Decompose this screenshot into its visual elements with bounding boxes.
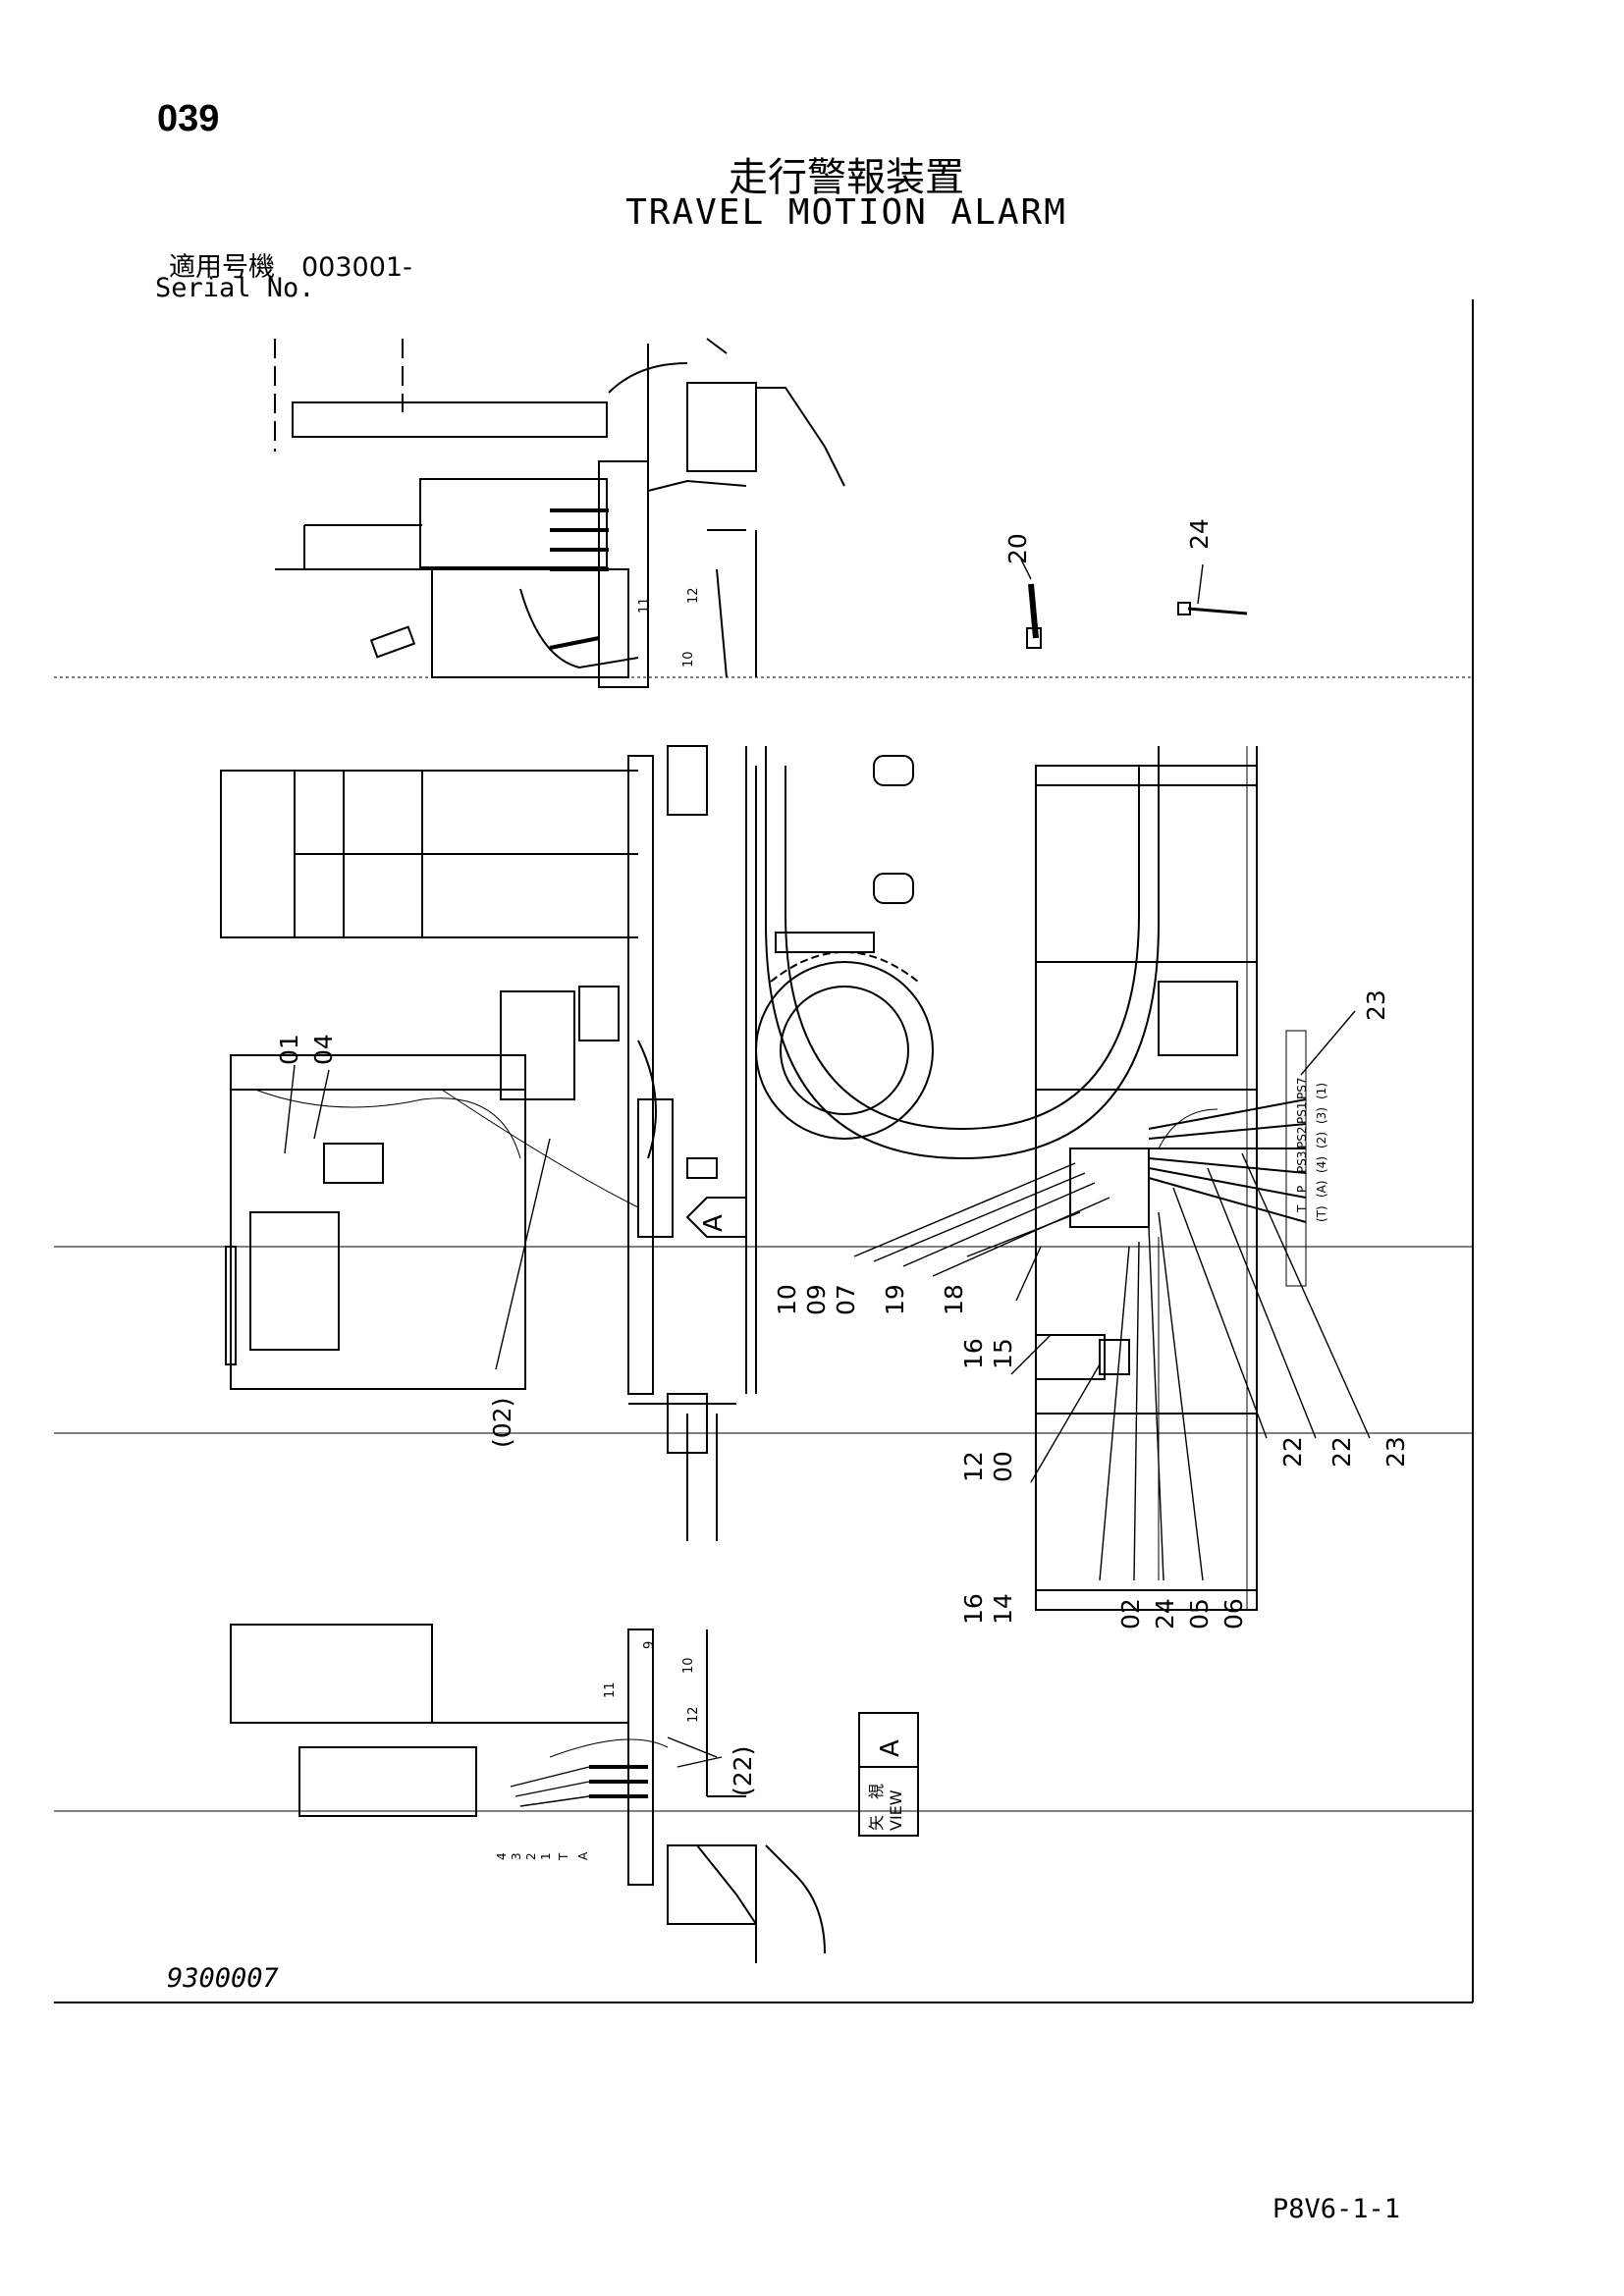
top-callout-12: 12 bbox=[686, 587, 701, 604]
bottom-callout-10: 10 bbox=[681, 1657, 696, 1674]
title-english: TRAVEL MOTION ALARM bbox=[625, 192, 1067, 233]
callout-22-parenthesized: (22) bbox=[729, 1746, 757, 1796]
callout-14: 14 bbox=[989, 1593, 1017, 1625]
callout-23-bottom: 23 bbox=[1381, 1436, 1410, 1468]
callout-05: 05 bbox=[1185, 1598, 1214, 1629]
callout-24: 24 bbox=[1185, 518, 1214, 550]
callout-15: 15 bbox=[989, 1338, 1017, 1369]
callout-20: 20 bbox=[1003, 533, 1032, 564]
port-label-top-3: PS2 bbox=[1295, 1127, 1309, 1149]
callout-04: 04 bbox=[309, 1034, 338, 1065]
callout-23-top: 23 bbox=[1362, 989, 1390, 1021]
callout-10: 10 bbox=[773, 1284, 801, 1315]
callout-16-upper: 16 bbox=[959, 1338, 988, 1369]
port-label-top-1: P bbox=[1295, 1186, 1309, 1193]
port-label-bottom-1: (A) bbox=[1315, 1180, 1328, 1198]
bottom-view-assembly bbox=[230, 1624, 826, 1963]
callout-02: 02 bbox=[1116, 1598, 1145, 1629]
view-markers: A VIEW A 矢 視 bbox=[699, 1214, 905, 1831]
view-a-assembly bbox=[1035, 746, 1307, 1611]
serial-label-japanese: 適用号機 003001- bbox=[169, 252, 412, 283]
callout-01: 01 bbox=[275, 1034, 303, 1065]
middle-left-assembly bbox=[220, 745, 757, 1541]
callout-02-parenthesized: (02) bbox=[488, 1398, 516, 1448]
callout-16-lower: 16 bbox=[959, 1593, 988, 1625]
callout-22-a: 22 bbox=[1278, 1436, 1307, 1468]
drawing-number: 9300007 bbox=[167, 1963, 279, 1994]
callout-labels: 20 24 01 04 23 10 09 07 19 18 16 15 (02)… bbox=[275, 518, 1410, 1796]
lower-port-label-2: 2 bbox=[524, 1852, 538, 1860]
valve-port-labels: T P PS3 PS2 PS1 PS7 (T) (A) (4) (2) (3) … bbox=[495, 1078, 1328, 1862]
top-callout-10: 10 bbox=[681, 651, 696, 667]
part-20-hose-fitting bbox=[1026, 583, 1042, 649]
lower-port-label-0: 4 bbox=[495, 1852, 509, 1860]
lower-port-label-5: A bbox=[576, 1851, 590, 1860]
small-callout-labels: 11 12 10 9 10 11 12 bbox=[603, 587, 701, 1723]
bottom-callout-11: 11 bbox=[603, 1682, 618, 1698]
callout-22-b: 22 bbox=[1327, 1436, 1356, 1468]
lower-port-label-4: T bbox=[557, 1852, 570, 1861]
port-label-bottom-5: (1) bbox=[1315, 1083, 1328, 1099]
port-label-top-0: T bbox=[1295, 1204, 1309, 1213]
lower-port-label-3: 1 bbox=[539, 1852, 553, 1860]
port-label-top-4: PS1 bbox=[1295, 1102, 1309, 1125]
port-label-bottom-4: (3) bbox=[1315, 1107, 1328, 1124]
callout-06: 06 bbox=[1219, 1598, 1248, 1629]
callout-24-lower: 24 bbox=[1151, 1598, 1179, 1629]
view-a-arrow bbox=[685, 1197, 747, 1238]
sprocket-and-track bbox=[755, 746, 1160, 1160]
callout-09: 09 bbox=[802, 1284, 831, 1315]
view-a-label-box bbox=[858, 1712, 919, 1837]
page-code: P8V6-1-1 bbox=[1272, 2194, 1401, 2224]
top-callout-11: 11 bbox=[637, 597, 652, 614]
view-label-japanese: 矢 視 bbox=[867, 1784, 886, 1831]
port-label-bottom-3: (2) bbox=[1315, 1132, 1328, 1148]
serial-label-english: Serial No. bbox=[155, 273, 315, 303]
port-label-bottom-2: (4) bbox=[1315, 1156, 1328, 1173]
leader-lines bbox=[284, 559, 1371, 1807]
top-view-assembly bbox=[274, 338, 845, 688]
part-24-cable-tie bbox=[1177, 602, 1248, 615]
callout-07: 07 bbox=[832, 1284, 860, 1315]
view-letter: A bbox=[876, 1739, 905, 1757]
port-label-top-2: PS3 bbox=[1295, 1151, 1309, 1174]
lower-port-label-1: 3 bbox=[510, 1852, 523, 1860]
view-arrow-letter: A bbox=[699, 1214, 729, 1232]
callout-18: 18 bbox=[940, 1284, 968, 1315]
drawing-frame bbox=[54, 299, 1474, 2003]
bottom-callout-12: 12 bbox=[686, 1706, 701, 1723]
callout-00: 00 bbox=[989, 1451, 1017, 1482]
port-label-bottom-0: (T) bbox=[1315, 1205, 1328, 1222]
callout-12: 12 bbox=[959, 1451, 988, 1482]
callout-19: 19 bbox=[881, 1284, 909, 1315]
port-label-top-5: PS7 bbox=[1295, 1078, 1309, 1100]
title-japanese: 走行警報装置 bbox=[729, 155, 964, 200]
page-number: 039 bbox=[157, 98, 220, 139]
bottom-callout-9: 9 bbox=[642, 1641, 657, 1649]
view-label: VIEW bbox=[887, 1789, 905, 1831]
